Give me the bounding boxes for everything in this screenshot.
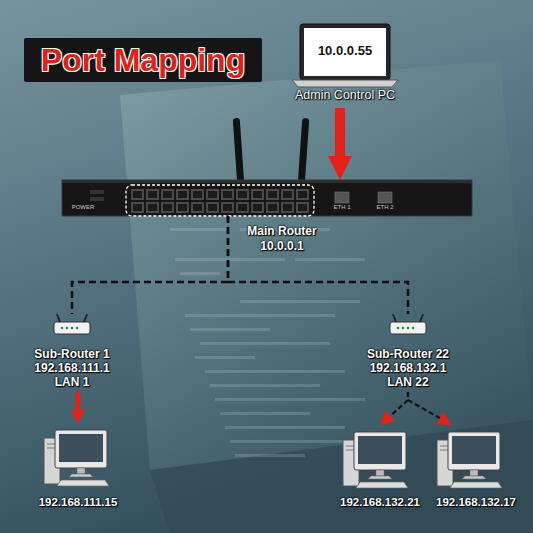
node-label: 10.0.0.55 <box>280 44 410 59</box>
node-label: 192.168.132.21 <box>332 496 428 509</box>
pc-node: 192.168.132.21 <box>332 425 428 519</box>
node-detail: Admin Control PC <box>280 88 410 102</box>
sub-router-icon <box>390 314 426 334</box>
node-detail: 10.0.0.1 <box>240 240 324 254</box>
node-label: Sub-Router 22 <box>353 348 463 362</box>
connector <box>408 392 440 418</box>
pc-node: 192.168.111.15 <box>28 424 128 519</box>
title-box <box>24 38 262 82</box>
connector <box>335 108 345 156</box>
laptop-node: 10.0.0.55Admin Control PC <box>280 22 410 108</box>
background-code <box>170 228 390 457</box>
node-detail: 192.168.111.1 <box>17 362 127 376</box>
connector <box>228 216 408 314</box>
node-detail: 192.168.132.1 <box>353 362 463 376</box>
node-label: 192.168.132.17 <box>430 496 522 509</box>
router-node: Main Router10.0.0.1 <box>62 180 472 216</box>
sub-router-node: Sub-Router 1192.168.111.1LAN 1 <box>17 314 127 392</box>
label-anchor: ETH 1 <box>329 204 355 211</box>
pc-icon <box>437 432 502 488</box>
node-detail: LAN 22 <box>353 376 463 390</box>
title: Port Mapping <box>41 42 245 79</box>
background-laptop-base <box>150 420 533 533</box>
main-router-icon <box>62 118 472 216</box>
label-anchor: ETH 2 <box>372 204 398 211</box>
pc-icon <box>44 430 109 486</box>
connector <box>76 392 81 410</box>
pc-icon <box>343 432 408 488</box>
connector <box>72 216 228 314</box>
node-label: 192.168.111.15 <box>28 496 128 509</box>
port-label: ETH 2 <box>372 204 398 211</box>
sub-router-node: Sub-Router 22192.168.132.1LAN 22 <box>353 314 463 392</box>
port-label: POWER <box>68 204 98 211</box>
pc-node: 192.168.132.17 <box>430 425 522 519</box>
port-label: ETH 1 <box>329 204 355 211</box>
label-anchor: POWER <box>68 204 98 211</box>
node-label: Main Router <box>240 225 324 239</box>
connector <box>390 392 408 416</box>
node-detail: LAN 1 <box>17 376 127 390</box>
sub-router-icon <box>54 314 90 334</box>
title-anchor: Port Mapping <box>24 38 262 82</box>
node-label: Sub-Router 1 <box>17 348 127 362</box>
background-laptop <box>120 60 533 470</box>
